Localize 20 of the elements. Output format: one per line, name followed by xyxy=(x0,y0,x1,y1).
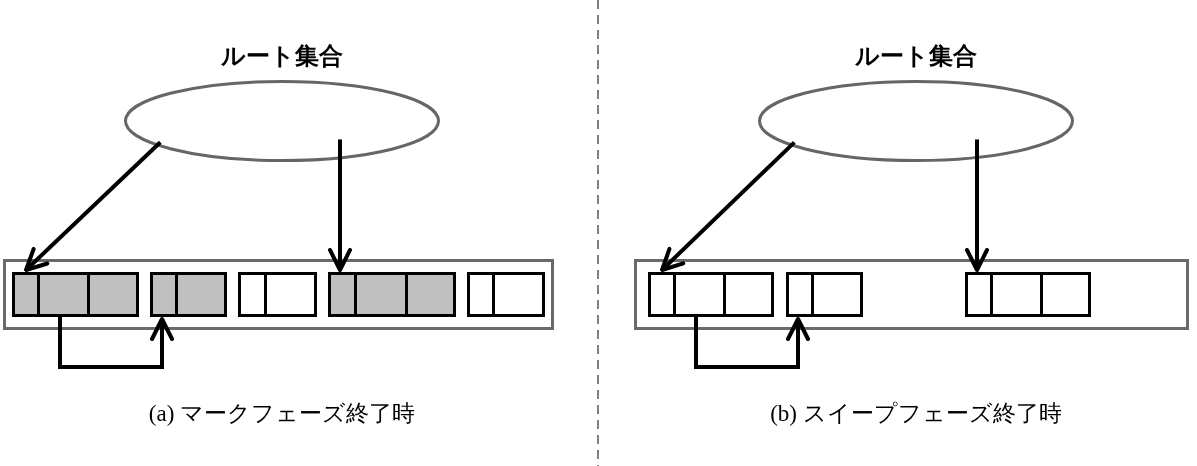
heap-area xyxy=(3,259,554,330)
object-block xyxy=(150,272,227,317)
caption: (b) スイープフェーズ終了時 xyxy=(770,400,1062,428)
reference-arrow xyxy=(328,139,352,272)
reference-arrow xyxy=(660,140,796,272)
object-block xyxy=(238,272,317,317)
reference-arrow xyxy=(965,139,989,272)
object-block xyxy=(786,272,863,317)
caption: (a) マークフェーズ終了時 xyxy=(148,400,416,428)
object-block xyxy=(965,272,1091,317)
object-block xyxy=(328,272,456,317)
reference-arrow xyxy=(58,317,174,369)
reference-arrow xyxy=(24,140,162,272)
object-block xyxy=(12,272,139,317)
heap-area xyxy=(634,259,1189,330)
set-heading: ルート集合 xyxy=(855,42,977,71)
object-block xyxy=(648,272,774,317)
object-block xyxy=(467,272,545,317)
set-heading: ルート集合 xyxy=(221,42,343,71)
reference-arrow xyxy=(694,317,810,369)
